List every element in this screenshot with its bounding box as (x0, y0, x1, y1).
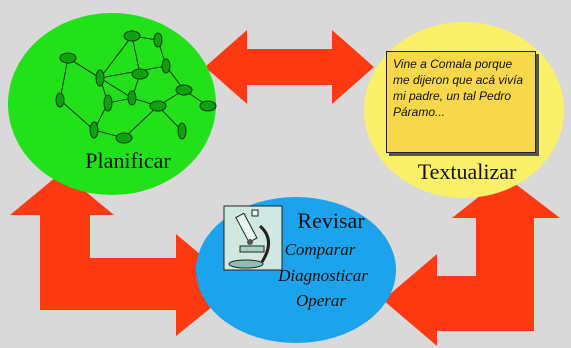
arrows (10, 30, 560, 346)
revisar-label: Revisar (297, 208, 365, 233)
node-revisar: Revisar Comparar Diagnosticar Operar (196, 197, 396, 343)
microscope-icon (223, 205, 283, 271)
revisar-step-diagnosticar: Diagnosticar (277, 266, 368, 285)
revisar-step-comparar: Comparar (285, 240, 356, 259)
quote-note-text: Vine a Comala porque me dijeron que acá … (393, 57, 524, 119)
node-planificar: Planificar (8, 13, 217, 195)
planificar-label: Planificar (85, 148, 171, 173)
arrow-planificar-textualizar (205, 30, 374, 104)
textualizar-label: Textualizar (418, 159, 517, 184)
arrow-revisar-textualizar (383, 176, 560, 346)
network-graph-icon (55, 30, 217, 144)
quote-note-box: Vine a Comala porque me dijeron que acá … (386, 51, 536, 153)
revisar-step-operar: Operar (296, 291, 346, 310)
arrow-planificar-revisar (10, 172, 238, 336)
